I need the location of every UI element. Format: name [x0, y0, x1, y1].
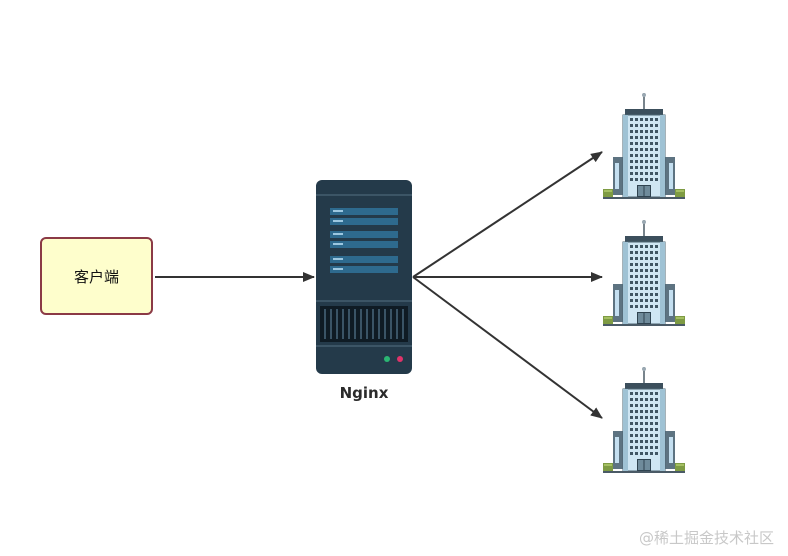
client-label: 客户端	[73, 267, 119, 286]
client-node: 客户端	[40, 237, 153, 315]
arrow-nginx-to-server-3	[412, 276, 603, 419]
office-building-icon	[602, 366, 686, 474]
server-rack-icon	[316, 180, 412, 374]
office-building-icon	[602, 219, 686, 327]
backend-server-3	[602, 366, 686, 474]
backend-server-1	[602, 92, 686, 200]
nginx-label: Nginx	[339, 384, 389, 402]
arrow-nginx-to-server-1	[412, 151, 603, 278]
watermark: @稀土掘金技术社区	[638, 529, 774, 547]
office-building-icon	[602, 92, 686, 200]
backend-server-2	[602, 219, 686, 327]
